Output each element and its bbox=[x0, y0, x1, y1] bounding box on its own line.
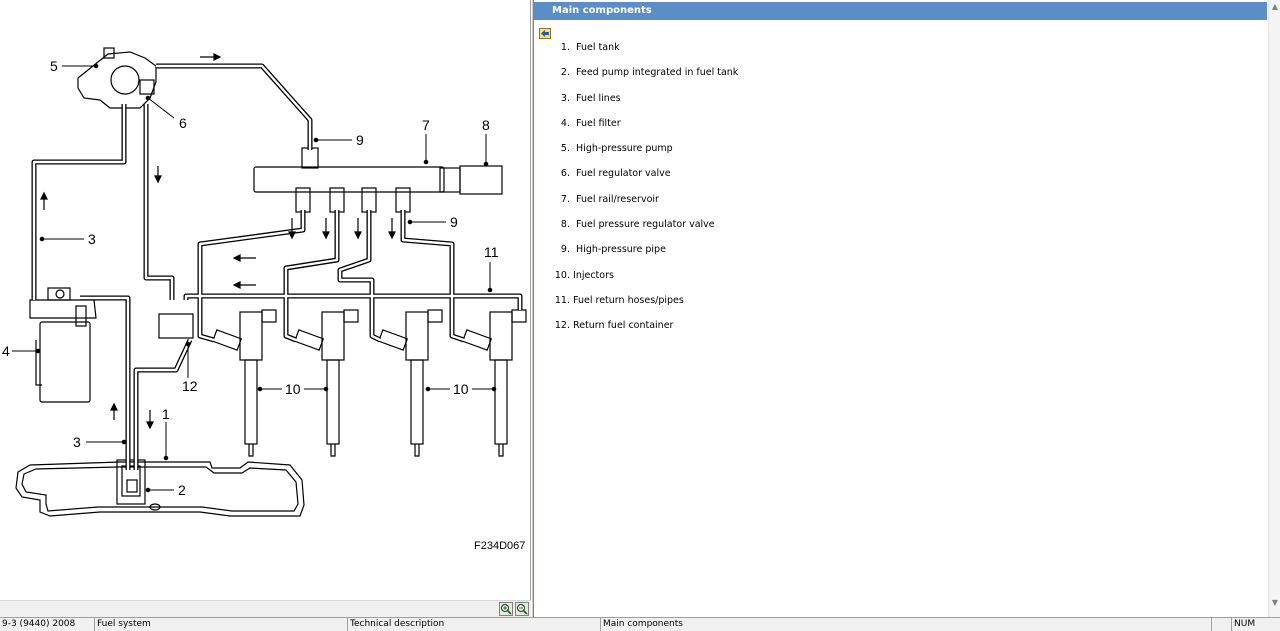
list-item: 12. Return fuel container bbox=[554, 320, 674, 332]
fuel-tank-shape bbox=[15, 461, 305, 517]
callout-5: 5 bbox=[50, 58, 58, 74]
list-item: 9. High-pressure pipe bbox=[560, 244, 666, 256]
fuel-system-diagram: 5 6 9 7 8 9 3 11 4 12 10 10 1 3 2 F234D0… bbox=[2, 47, 527, 552]
fuel-rail-shape bbox=[253, 166, 445, 193]
zoom-out-button[interactable] bbox=[515, 602, 529, 616]
zoom-toolbar bbox=[0, 600, 531, 617]
callout-4: 4 bbox=[2, 343, 10, 359]
callout-1: 1 bbox=[162, 406, 170, 422]
callout-8: 8 bbox=[482, 117, 490, 133]
callout-12: 12 bbox=[182, 378, 198, 394]
return-container-shape bbox=[158, 313, 194, 339]
status-numlock: NUM bbox=[1234, 619, 1256, 629]
scroll-up-icon[interactable]: ▲ bbox=[1271, 2, 1279, 11]
pressure-regulator-shape bbox=[459, 165, 503, 195]
callout-10-right: 10 bbox=[453, 381, 469, 397]
callout-9-top: 9 bbox=[356, 132, 364, 148]
list-item: 3. Fuel lines bbox=[560, 92, 621, 104]
callout-7: 7 bbox=[422, 117, 430, 133]
fuel-pipes-inner bbox=[32, 64, 522, 470]
pane-splitter[interactable] bbox=[531, 0, 534, 617]
callout-9-bottom: 9 bbox=[450, 214, 458, 230]
callout-10-left: 10 bbox=[285, 381, 301, 397]
callout-2: 2 bbox=[178, 482, 186, 498]
list-item: 8. Fuel pressure regulator valve bbox=[560, 219, 715, 231]
leader-lines bbox=[12, 63, 497, 493]
status-section: Main components bbox=[601, 618, 1212, 631]
status-system: Fuel system bbox=[95, 618, 348, 631]
diagram-pane: 5 6 9 7 8 9 3 11 4 12 10 10 1 3 2 F234D0… bbox=[0, 0, 531, 617]
callout-6: 6 bbox=[179, 115, 187, 131]
section-header: Main components bbox=[534, 2, 1267, 20]
text-pane: Main components 1. Fuel tank 2. Feed pum… bbox=[534, 0, 1280, 617]
fuel-pipes bbox=[31, 63, 523, 470]
list-item: 1. Fuel tank bbox=[560, 42, 620, 53]
status-doc-type: Technical description bbox=[348, 618, 601, 631]
status-model: 9-3 (9440) 2008 bbox=[0, 618, 95, 631]
back-arrow-icon[interactable] bbox=[539, 28, 551, 39]
zoom-in-icon bbox=[500, 603, 512, 615]
high-pressure-pump-shape bbox=[77, 51, 157, 109]
feed-pump-shape bbox=[116, 459, 146, 505]
fuel-filter-shape bbox=[39, 321, 91, 403]
figure-code: F234D067 bbox=[474, 540, 525, 552]
status-empty bbox=[1212, 618, 1232, 631]
scroll-down-icon[interactable]: ▼ bbox=[1271, 598, 1279, 607]
flow-arrows bbox=[40, 53, 396, 430]
list-item: 4. Fuel filter bbox=[560, 117, 621, 129]
zoom-out-icon bbox=[516, 603, 528, 615]
status-bar: 9-3 (9440) 2008 Fuel system Technical de… bbox=[0, 617, 1280, 631]
vertical-scrollbar[interactable]: ▲ ▼ bbox=[1268, 0, 1280, 617]
list-item: 7. Fuel rail/reservoir bbox=[560, 193, 659, 205]
callout-11: 11 bbox=[484, 244, 499, 260]
list-item: 10. Injectors bbox=[554, 269, 614, 281]
list-item: 5. High-pressure pump bbox=[560, 143, 673, 155]
callout-3-bottom: 3 bbox=[73, 434, 81, 450]
callout-3-top: 3 bbox=[88, 231, 96, 247]
components-list: 1. Fuel tank 2. Feed pump integrated in … bbox=[534, 39, 1254, 343]
injector-shapes bbox=[211, 309, 527, 457]
zoom-in-button[interactable] bbox=[499, 602, 513, 616]
list-item: 11. Fuel return hoses/pipes bbox=[554, 294, 684, 306]
list-item: 6. Fuel regulator valve bbox=[560, 168, 671, 180]
list-item: 2. Feed pump integrated in fuel tank bbox=[560, 67, 739, 79]
